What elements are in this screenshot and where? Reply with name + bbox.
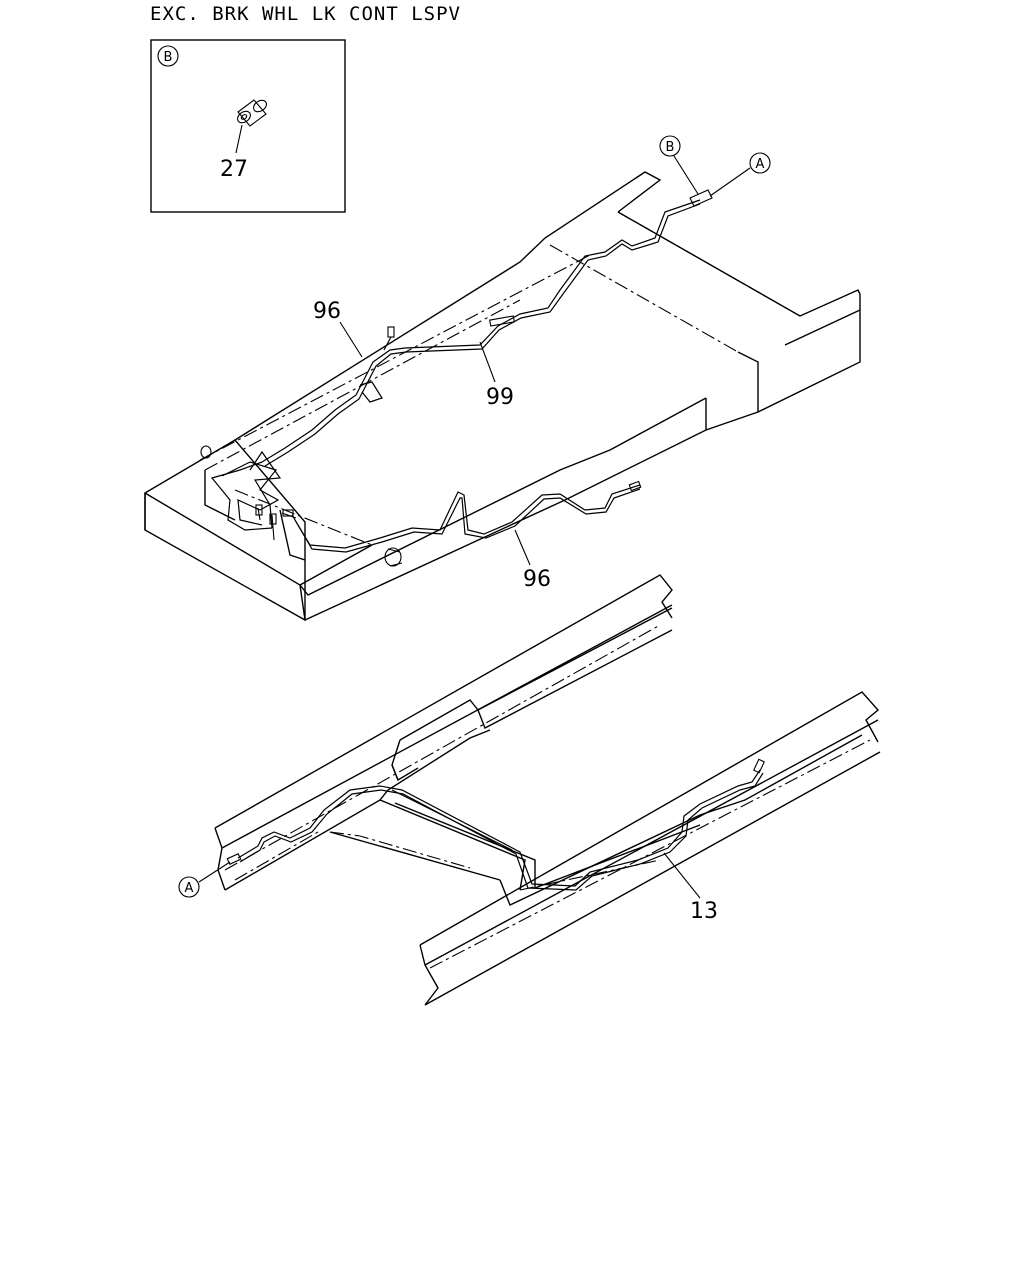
detail-circle-icon bbox=[157, 45, 179, 67]
pipe-fitting-icon bbox=[689, 189, 713, 207]
part-label-13: 13 bbox=[690, 899, 718, 924]
upper-frame bbox=[144, 171, 861, 622]
part-label-96-upper: 96 bbox=[313, 299, 341, 324]
diagram-title: EXC. BRK WHL LK CONT LSPV bbox=[150, 3, 461, 25]
callout-a-bottom: A bbox=[185, 881, 194, 896]
pipe-fitting-icon bbox=[753, 758, 765, 774]
leader-27 bbox=[235, 124, 243, 154]
callout-circle-icon bbox=[749, 152, 771, 174]
callout-b-top: B bbox=[666, 140, 675, 155]
callout-a-top: A bbox=[756, 157, 765, 172]
pipe-fitting-icon bbox=[226, 853, 242, 865]
upper-pipes bbox=[210, 189, 713, 553]
lower-callouts: A 13 bbox=[178, 852, 718, 924]
lower-pipe bbox=[226, 758, 765, 891]
part-label-96-lower: 96 bbox=[523, 567, 551, 592]
upper-callouts: B A 96 99 96 bbox=[313, 135, 771, 592]
callout-circle-icon bbox=[178, 876, 200, 898]
part-label-27: 27 bbox=[220, 157, 248, 182]
lower-frame bbox=[214, 574, 881, 1006]
bushing-icon bbox=[237, 99, 267, 127]
part-label-99: 99 bbox=[486, 385, 514, 410]
callout-circle-icon bbox=[659, 135, 681, 157]
detail-box: B 27 bbox=[150, 39, 346, 213]
detail-circle-label: B bbox=[164, 50, 173, 65]
bushing-cylinder-icon bbox=[384, 547, 402, 567]
